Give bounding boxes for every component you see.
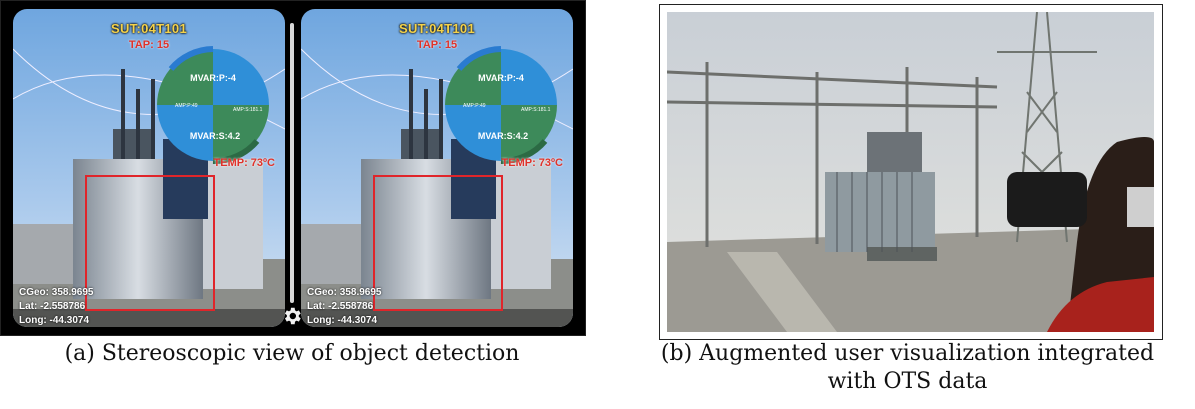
right-eye-view: SUT:04T101 TAP: 15 MVAR:P:-4 AMP:P:49 AM… (301, 9, 573, 327)
stereoscopic-view-panel: SUT:04T101 TAP: 15 MVAR:P:-4 AMP:P:49 AM… (0, 0, 586, 336)
power-pie-chart: MVAR:P:-4 AMP:P:49 AMP:S:181.1 MVAR:S:4.… (445, 46, 557, 165)
mvar-s-label: MVAR:S:4.2 (478, 131, 528, 141)
caption-a: (a) Stereoscopic view of object detectio… (64, 341, 520, 366)
pie-slice-top-right (213, 49, 269, 105)
detection-bounding-box (373, 175, 503, 311)
left-eye-view: SUT:04T101 TAP: 15 MVAR:P:-4 AMP:P:49 AM… (13, 9, 285, 327)
substation-id-label: SUT:04T101 (399, 21, 475, 36)
augmented-visualization-panel (659, 4, 1163, 340)
latitude-readout: Lat: -2.558786 (19, 301, 86, 312)
tap-label: TAP: 15 (128, 39, 170, 51)
amp-p-label: AMP:P:49 (175, 103, 198, 109)
pie-slice-bottom-left (445, 105, 501, 161)
cgeo-readout: CGeo: 358.9695 (19, 287, 94, 298)
longitude-readout: Long: -44.3074 (307, 315, 378, 326)
detection-bounding-box (85, 175, 215, 311)
caption-b: (b) Augmented user visualization integra… (620, 340, 1195, 396)
mvar-p-label: MVAR:P:-4 (478, 73, 524, 83)
latitude-readout: Lat: -2.558786 (307, 301, 374, 312)
caption-b-line1: (b) Augmented user visualization integra… (660, 341, 1155, 366)
pie-slice-bottom-right (213, 105, 269, 161)
substation-id-label: SUT:04T101 (111, 21, 187, 36)
pie-slice-top-right (501, 49, 557, 105)
stereo-divider (290, 23, 294, 303)
caption-b-line2: with OTS data (827, 369, 988, 394)
substation-ar-scene (667, 12, 1154, 332)
cgeo-readout: CGeo: 358.9695 (307, 287, 382, 298)
power-pie-chart: MVAR:P:-4 AMP:P:49 AMP:S:181.1 MVAR:S:4.… (157, 46, 269, 165)
amp-p-label: AMP:P:49 (463, 103, 486, 109)
pie-slice-top-left (445, 49, 501, 105)
mvar-s-label: MVAR:S:4.2 (190, 131, 240, 141)
amp-s-label: AMP:S:181.1 (521, 107, 551, 113)
tap-label: TAP: 15 (416, 39, 458, 51)
pie-slice-top-left (157, 49, 213, 105)
pie-slice-bottom-left (157, 105, 213, 161)
gear-icon[interactable] (281, 305, 303, 327)
temperature-label: TEMP: 73ºC (213, 157, 275, 169)
longitude-readout: Long: -44.3074 (19, 315, 90, 326)
temperature-label: TEMP: 73ºC (501, 157, 563, 169)
pie-slice-bottom-right (501, 105, 557, 161)
mvar-p-label: MVAR:P:-4 (190, 73, 236, 83)
amp-s-label: AMP:S:181.1 (233, 107, 263, 113)
substation-photo (667, 12, 1154, 332)
